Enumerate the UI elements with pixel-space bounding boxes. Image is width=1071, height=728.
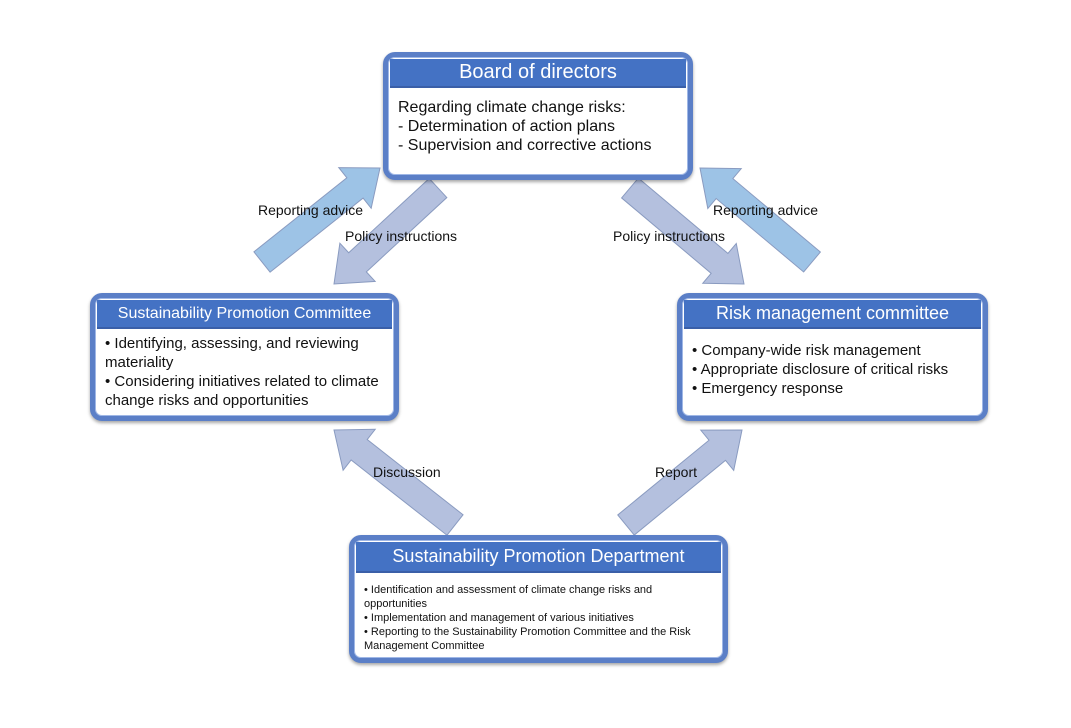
arrow-discussion (333, 428, 464, 536)
board-of-directors-box: Board of directors Regarding climate cha… (383, 52, 693, 180)
spc-line: • Considering initiatives related to cli… (105, 373, 379, 409)
board-title: Board of directors (390, 59, 686, 88)
spc-line: • Identifying, assessing, and reviewing … (105, 335, 359, 371)
board-line: - Supervision and corrective actions (398, 137, 652, 154)
label-policy-instructions-left: Policy instructions (345, 228, 458, 244)
label-reporting-advice-right: Reporting advice (713, 202, 819, 218)
arrow-reporting-advice-left (253, 167, 381, 273)
board-line: Regarding climate change risks: (398, 99, 626, 116)
rmc-line: • Appropriate disclosure of critical ris… (692, 361, 949, 378)
sustainability-promotion-department-box: Sustainability Promotion Department • Id… (349, 535, 728, 663)
risk-management-committee-box: Risk management committee • Company-wide… (677, 293, 988, 421)
arrow-report (617, 429, 743, 536)
arrow-policy-instructions-left (333, 177, 448, 285)
arrow-reporting-advice-right (699, 167, 822, 273)
spd-title: Sustainability Promotion Department (356, 542, 721, 573)
sustainability-promotion-committee-box: Sustainability Promotion Committee • Ide… (90, 293, 399, 421)
label-discussion: Discussion (373, 464, 441, 480)
label-policy-instructions-right: Policy instructions (613, 228, 726, 244)
rmc-title: Risk management committee (684, 300, 981, 329)
spd-line: • Implementation and management of vario… (364, 612, 634, 624)
spc-title: Sustainability Promotion Committee (97, 300, 392, 329)
arrow-policy-instructions-right (620, 177, 745, 285)
spd-line: • Identification and assessment of clima… (364, 584, 653, 610)
rmc-line: • Company-wide risk management (692, 342, 921, 359)
label-reporting-advice-left: Reporting advice (258, 202, 364, 218)
rmc-line: • Emergency response (692, 380, 844, 397)
label-report: Report (655, 464, 698, 480)
spd-line: • Reporting to the Sustainability Promot… (364, 626, 691, 652)
board-line: - Determination of action plans (398, 118, 615, 135)
